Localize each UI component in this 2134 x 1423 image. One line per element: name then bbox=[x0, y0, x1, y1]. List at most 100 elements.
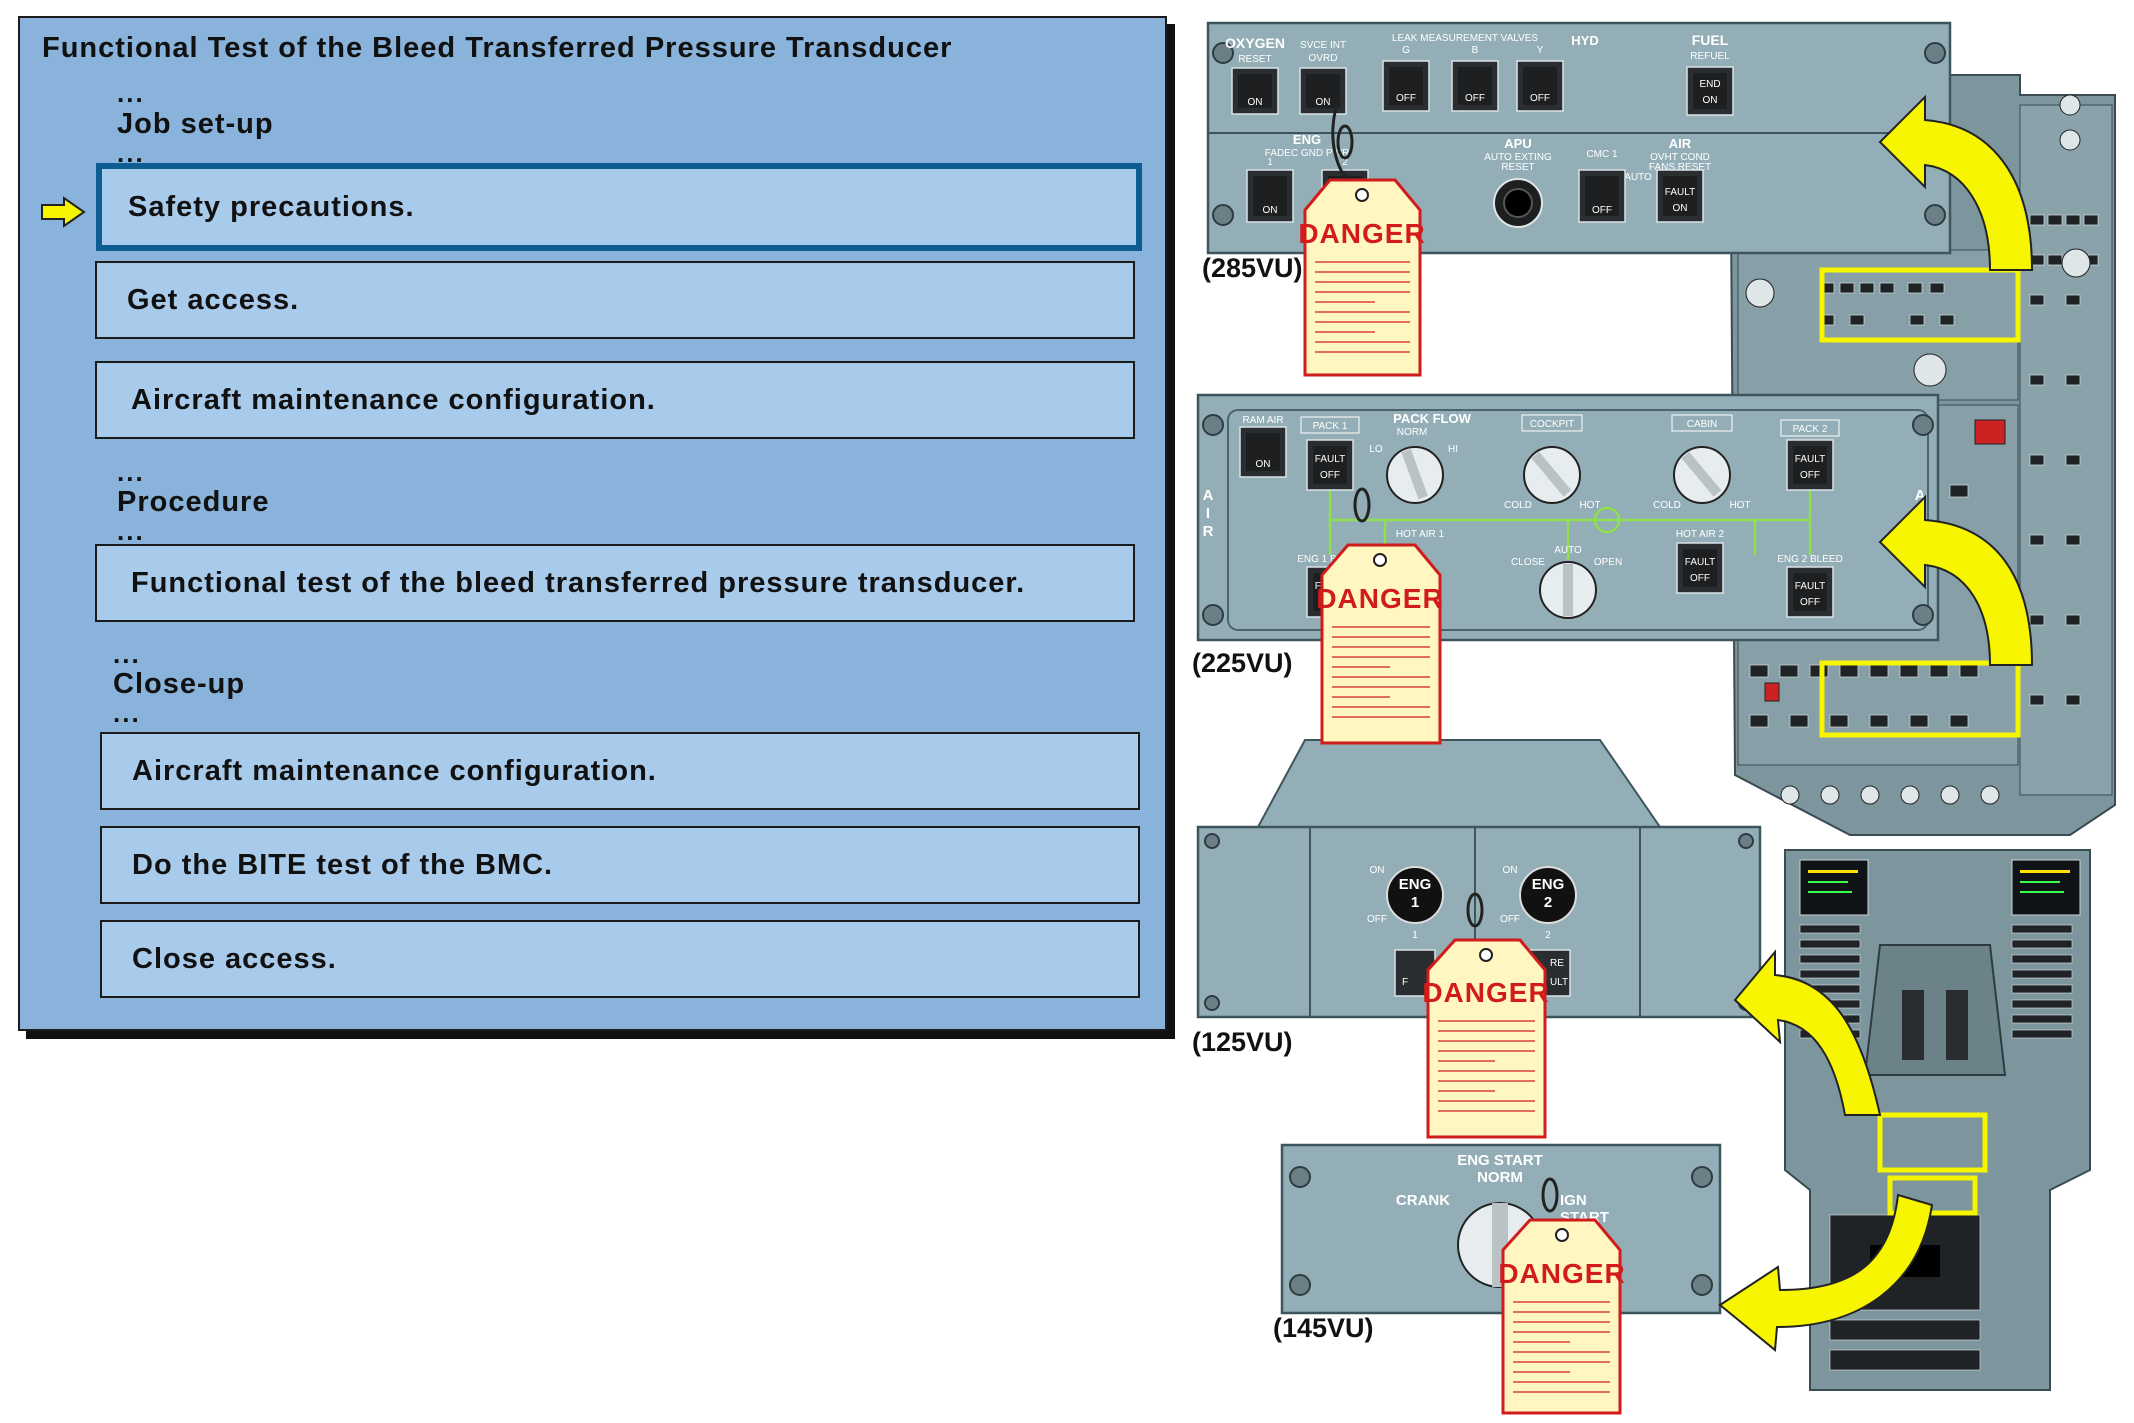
svg-text:FAULT: FAULT bbox=[1795, 581, 1825, 592]
current-step-arrow-icon bbox=[41, 196, 86, 228]
label-fadec: FADEC GND PWR bbox=[1265, 148, 1349, 159]
svg-text:OFF: OFF bbox=[1396, 93, 1416, 104]
label-eng-2: 2 bbox=[1342, 157, 1348, 168]
label-air-right-a: A bbox=[1915, 487, 1926, 504]
label-ovht-cond: OVHT COND bbox=[1650, 152, 1710, 163]
label-eng1-bleed: ENG 1 BLEED bbox=[1297, 554, 1363, 565]
knob-xbleed[interactable] bbox=[1539, 561, 1597, 619]
panel-id-285vu: (285VU) bbox=[1202, 253, 1303, 283]
pb-air-fans-reset[interactable]: FAULT ON bbox=[1656, 169, 1704, 223]
pb-leak-valve-b[interactable]: OFF bbox=[1451, 60, 1499, 112]
step-aircraft-maintenance-configuration-2[interactable]: Aircraft maintenance configuration. bbox=[100, 732, 1140, 810]
step-safety-precautions[interactable]: Safety precautions. bbox=[96, 163, 1142, 251]
label-air-left-i: I bbox=[1206, 505, 1210, 522]
svg-text:END: END bbox=[1699, 79, 1720, 90]
pb-pack2[interactable]: FAULT OFF bbox=[1786, 439, 1834, 491]
label-apu: APU bbox=[1504, 136, 1531, 151]
ellipsis: ... bbox=[117, 457, 145, 487]
ellipsis: ... bbox=[117, 138, 145, 168]
section-close-up: Close-up bbox=[113, 668, 246, 700]
callout-arrow-125vu-icon bbox=[1733, 949, 1882, 1116]
label-fault-partial: ULT bbox=[1550, 977, 1568, 988]
label-leak-measurement: LEAK MEASUREMENT VALVES bbox=[1392, 33, 1538, 44]
panel-id-145vu: (145VU) bbox=[1273, 1313, 1374, 1343]
highlight-125vu bbox=[1877, 1112, 1988, 1173]
step-aircraft-maintenance-configuration[interactable]: Aircraft maintenance configuration. bbox=[95, 361, 1135, 439]
label-ign: IGN bbox=[1560, 1192, 1587, 1209]
pb-eng2-bleed[interactable]: FAULT OFF bbox=[1786, 566, 1834, 618]
label-cold-2: COLD bbox=[1653, 500, 1681, 511]
highlight-225vu bbox=[1819, 660, 2021, 738]
svg-text:OFF: OFF bbox=[1800, 597, 1820, 608]
label-lo: LO bbox=[1369, 444, 1383, 455]
label-hot-2: HOT bbox=[1729, 500, 1750, 511]
pb-ram-air[interactable]: ON bbox=[1239, 426, 1287, 478]
pb-leak-valve-y[interactable]: OFF bbox=[1516, 60, 1564, 112]
step-label: Aircraft maintenance configuration. bbox=[132, 754, 657, 787]
switch-eng-master-2[interactable]: ENG 2 bbox=[1519, 866, 1577, 924]
label-air-left-r: R bbox=[1203, 523, 1214, 540]
panel-id-225vu: (225VU) bbox=[1192, 648, 1293, 678]
pb-leak-valve-g[interactable]: OFF bbox=[1382, 60, 1430, 112]
svg-text:OFF: OFF bbox=[1800, 470, 1820, 481]
label-pack-flow: PACK FLOW bbox=[1393, 411, 1471, 426]
callout-arrow-145vu-icon bbox=[1718, 1193, 1934, 1352]
svg-text:FAULT: FAULT bbox=[1795, 454, 1825, 465]
label-pack1: PACK 1 bbox=[1313, 421, 1348, 432]
label-auto: AUTO bbox=[1624, 172, 1652, 183]
label-cabin: CABIN bbox=[1687, 419, 1718, 430]
label-on-1: ON bbox=[1370, 865, 1385, 876]
label-close: CLOSE bbox=[1511, 557, 1545, 568]
ellipsis: ... bbox=[113, 639, 141, 669]
panel-145vu: ENG START NORM CRANK IGN START (145VU) bbox=[1273, 1143, 1722, 1343]
svg-text:ENG: ENG bbox=[1399, 876, 1432, 893]
label-svce-int: SVCE INT bbox=[1300, 40, 1346, 51]
pb-apu-exting-reset[interactable] bbox=[1493, 178, 1543, 228]
step-label: Close access. bbox=[132, 942, 337, 975]
panel-title: Functional Test of the Bleed Transferred… bbox=[42, 32, 953, 64]
danger-tag-285vu-icon: DANGER bbox=[1298, 94, 1425, 377]
label-norm: NORM bbox=[1397, 427, 1428, 438]
step-bite-test-bmc[interactable]: Do the BITE test of the BMC. bbox=[100, 826, 1140, 904]
label-y: Y bbox=[1537, 45, 1544, 56]
pb-cmc1[interactable]: OFF bbox=[1578, 169, 1626, 223]
label-air-left-a: A bbox=[1203, 487, 1214, 504]
label-ovrd: OVRD bbox=[1309, 53, 1338, 64]
pb-hot-air2[interactable]: FAULT OFF bbox=[1676, 542, 1724, 594]
label-ram-air: RAM AIR bbox=[1242, 415, 1283, 426]
svg-text:ON: ON bbox=[1316, 97, 1331, 108]
label-apu-reset: RESET bbox=[1501, 162, 1534, 173]
danger-tag-145vu-icon: DANGER bbox=[1498, 1177, 1625, 1415]
step-label: Aircraft maintenance configuration. bbox=[131, 383, 656, 416]
step-functional-test[interactable]: Functional test of the bleed transferred… bbox=[95, 544, 1135, 622]
label-eng-start: ENG START bbox=[1457, 1152, 1543, 1169]
knob-cabin-temp[interactable] bbox=[1673, 446, 1731, 504]
pb-svce-int-ovrd[interactable]: ON bbox=[1299, 67, 1347, 115]
svg-text:ON: ON bbox=[1256, 459, 1271, 470]
label-apu-exting: AUTO EXTING bbox=[1484, 152, 1552, 163]
task-panel: Functional Test of the Bleed Transferred… bbox=[18, 16, 1167, 1031]
label-off-2: OFF bbox=[1500, 914, 1520, 925]
svg-text:OFF: OFF bbox=[1465, 93, 1485, 104]
svg-text:ENG: ENG bbox=[1532, 876, 1565, 893]
label-hot-air1: HOT AIR 1 bbox=[1396, 529, 1445, 540]
step-get-access[interactable]: Get access. bbox=[95, 261, 1135, 339]
step-close-access[interactable]: Close access. bbox=[100, 920, 1140, 998]
svg-text:OFF: OFF bbox=[1592, 205, 1612, 216]
pb-oxygen-reset[interactable]: ON bbox=[1231, 67, 1279, 115]
step-label: Functional test of the bleed transferred… bbox=[131, 566, 1026, 599]
highlight-285vu bbox=[1819, 267, 2021, 343]
pb-pack1[interactable]: FAULT OFF bbox=[1306, 439, 1354, 491]
ellipsis: ... bbox=[117, 78, 145, 108]
pb-fadec-eng-1[interactable]: ON bbox=[1246, 169, 1294, 223]
cockpit-diagram: OXYGEN RESET SVCE INT OVRD LEAK MEASUREM… bbox=[1192, 21, 2116, 1415]
switch-eng-master-1[interactable]: ENG 1 bbox=[1386, 866, 1444, 924]
label-refuel: REFUEL bbox=[1690, 51, 1730, 62]
label-eng: ENG bbox=[1293, 132, 1321, 147]
ellipsis: ... bbox=[117, 516, 145, 546]
knob-cockpit-temp[interactable] bbox=[1523, 446, 1581, 504]
knob-pack-flow[interactable] bbox=[1386, 446, 1444, 504]
svg-text:FAULT: FAULT bbox=[1315, 454, 1345, 465]
pb-refuel[interactable]: END ON bbox=[1686, 66, 1734, 116]
label-auto: AUTO bbox=[1554, 545, 1582, 556]
